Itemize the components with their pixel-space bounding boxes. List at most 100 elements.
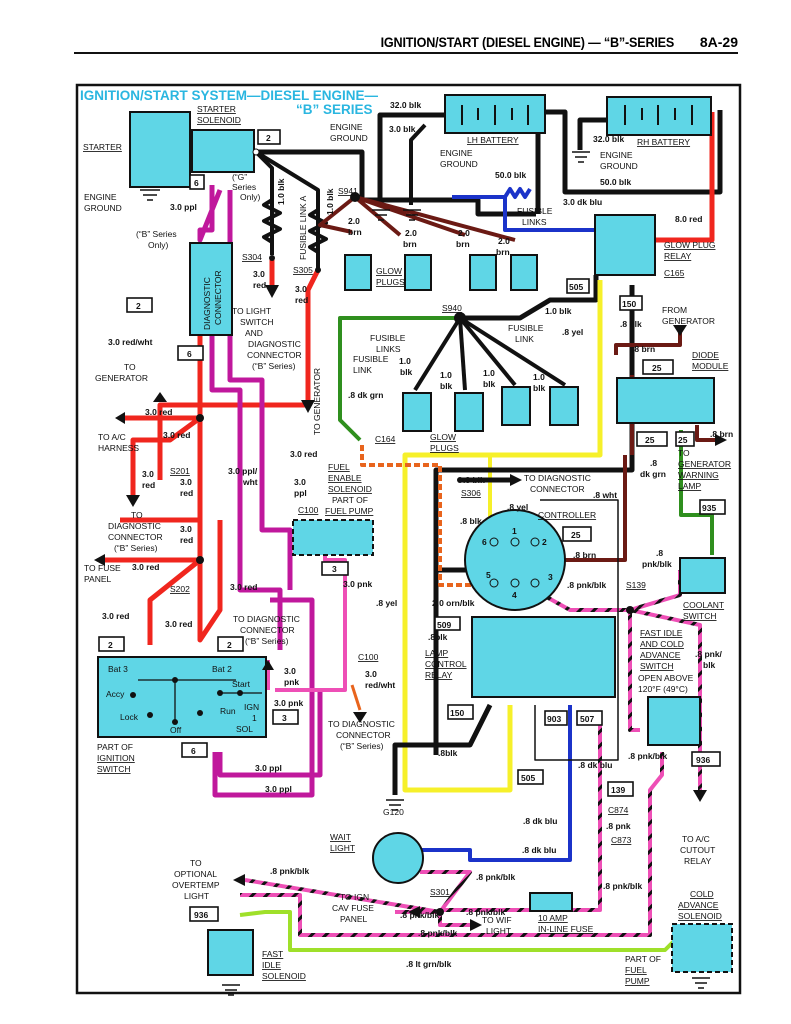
wire-3dkblu [452, 195, 596, 232]
svg-text:3.0: 3.0 [284, 666, 296, 676]
svg-text:FUEL: FUEL [625, 965, 647, 975]
page-number: 8A-29 [699, 34, 738, 50]
svg-text:TO: TO [124, 362, 136, 372]
fuel-enable-solenoid [292, 519, 374, 556]
starter-solenoid [191, 129, 255, 173]
svg-text:FUSIBLE: FUSIBLE [508, 323, 544, 333]
svg-text:505: 505 [521, 773, 535, 783]
svg-text:3.0 red: 3.0 red [290, 449, 317, 459]
glow-plug-4 [510, 254, 538, 291]
wire-gp-4 [458, 316, 567, 387]
svg-text:AND: AND [245, 328, 263, 338]
svg-text:C100: C100 [358, 652, 379, 662]
svg-text:S202: S202 [170, 584, 190, 594]
svg-text:blk: blk [703, 660, 716, 670]
svg-text:TO: TO [190, 858, 202, 868]
svg-text:.8 blk: .8 blk [463, 475, 485, 485]
svg-text:2: 2 [136, 301, 141, 311]
svg-text:SWITCH: SWITCH [640, 661, 674, 671]
svg-text:SOLENOID: SOLENOID [328, 484, 372, 494]
svg-text:32.0 blk: 32.0 blk [593, 134, 624, 144]
svg-text:1: 1 [252, 713, 257, 723]
svg-text:CUTOUT: CUTOUT [680, 845, 715, 855]
to-ign-cav-arrow [408, 906, 420, 918]
svg-text:FUSIBLE: FUSIBLE [353, 354, 389, 364]
svg-text:903: 903 [547, 714, 561, 724]
svg-text:935: 935 [702, 503, 716, 513]
svg-text:S201: S201 [170, 466, 190, 476]
wire-10blk-b [254, 150, 320, 270]
svg-text:brn: brn [496, 247, 510, 257]
svg-text:.8 pnk/: .8 pnk/ [695, 649, 723, 659]
components [97, 94, 733, 976]
svg-text:1.0: 1.0 [533, 372, 545, 382]
to-overtemp-arrow [233, 874, 245, 886]
svg-text:.8 pnk/blk: .8 pnk/blk [270, 866, 309, 876]
svg-text:SOLENOID: SOLENOID [197, 115, 241, 125]
svg-text:LIGHT: LIGHT [486, 926, 511, 936]
svg-text:GROUND: GROUND [440, 159, 478, 169]
svg-text:TO DIAGNOSTIC: TO DIAGNOSTIC [233, 614, 300, 624]
svg-text:5: 5 [486, 570, 491, 580]
svg-text:3.0: 3.0 [180, 524, 192, 534]
svg-text:1.0: 1.0 [440, 370, 452, 380]
svg-text:Accy: Accy [106, 689, 125, 699]
svg-text:CONNECTOR: CONNECTOR [247, 350, 302, 360]
svg-text:505: 505 [569, 282, 583, 292]
svg-text:.8 brn: .8 brn [710, 429, 733, 439]
svg-text:.8 blk: .8 blk [620, 319, 642, 329]
svg-text:50.0 blk: 50.0 blk [495, 170, 526, 180]
svg-text:3.0 red: 3.0 red [102, 611, 129, 621]
svg-text:CONNECTOR: CONNECTOR [336, 730, 391, 740]
svg-text:936: 936 [696, 755, 710, 765]
wire-8wht [534, 499, 619, 761]
svg-text:GENERATOR: GENERATOR [95, 373, 148, 383]
svg-text:LIGHT: LIGHT [184, 891, 209, 901]
wire-8yel [402, 280, 603, 793]
wire-3red-bat3 [147, 558, 202, 645]
to-fuse-panel-arrow [94, 554, 105, 566]
wire-8dkgrn [338, 316, 460, 442]
svg-text:S304: S304 [242, 252, 262, 262]
fast-idle-solenoid [207, 929, 254, 976]
svg-text:COLD: COLD [690, 889, 714, 899]
svg-text:CONTROLLER: CONTROLLER [538, 510, 596, 520]
svg-text:3.0: 3.0 [142, 469, 154, 479]
svg-text:OPEN ABOVE: OPEN ABOVE [638, 673, 694, 683]
svg-text:PUMP: PUMP [625, 976, 650, 986]
svg-text:SOLENOID: SOLENOID [262, 971, 306, 981]
svg-text:PART OF: PART OF [97, 742, 133, 752]
svg-text:1: 1 [512, 526, 517, 536]
svg-text:RH BATTERY: RH BATTERY [637, 137, 690, 147]
wire-3blk [409, 123, 427, 205]
svg-text:Bat 2: Bat 2 [212, 664, 232, 674]
svg-text:TO: TO [678, 448, 690, 458]
svg-text:1.0 blk: 1.0 blk [545, 306, 572, 316]
svg-text:3.0 red: 3.0 red [163, 430, 190, 440]
wire-gp-3 [458, 316, 517, 387]
svg-text:ENGINE: ENGINE [84, 192, 117, 202]
svg-text:ENABLE: ENABLE [328, 473, 362, 483]
svg-text:50.0 blk: 50.0 blk [600, 177, 631, 187]
svg-text:wht: wht [242, 477, 258, 487]
svg-text:blk: blk [400, 367, 413, 377]
svg-text:3.0 red/wht: 3.0 red/wht [108, 337, 153, 347]
svg-text:(“B” Series): (“B” Series) [245, 636, 289, 646]
svg-text:ENGINE: ENGINE [600, 150, 633, 160]
svg-text:FROM: FROM [662, 305, 687, 315]
svg-text:LINKS: LINKS [522, 217, 547, 227]
diagnostic-connector [189, 242, 233, 336]
wire-2brn-4 [354, 195, 516, 242]
svg-text:RELAY: RELAY [664, 251, 692, 261]
svg-text:6: 6 [187, 349, 192, 359]
svg-text:.8 pnk/blk: .8 pnk/blk [418, 928, 457, 938]
svg-text:LH BATTERY: LH BATTERY [467, 135, 519, 145]
svg-text:brn: brn [348, 227, 362, 237]
svg-text:TO LIGHT: TO LIGHT [232, 306, 271, 316]
svg-text:1.0 blk: 1.0 blk [276, 178, 286, 205]
glow-plug-2 [404, 254, 432, 291]
svg-text:S940: S940 [442, 303, 462, 313]
svg-text:8.0 red: 8.0 red [675, 214, 702, 224]
wire-32blk-lh [377, 112, 445, 205]
svg-text:Only): Only) [148, 240, 168, 250]
